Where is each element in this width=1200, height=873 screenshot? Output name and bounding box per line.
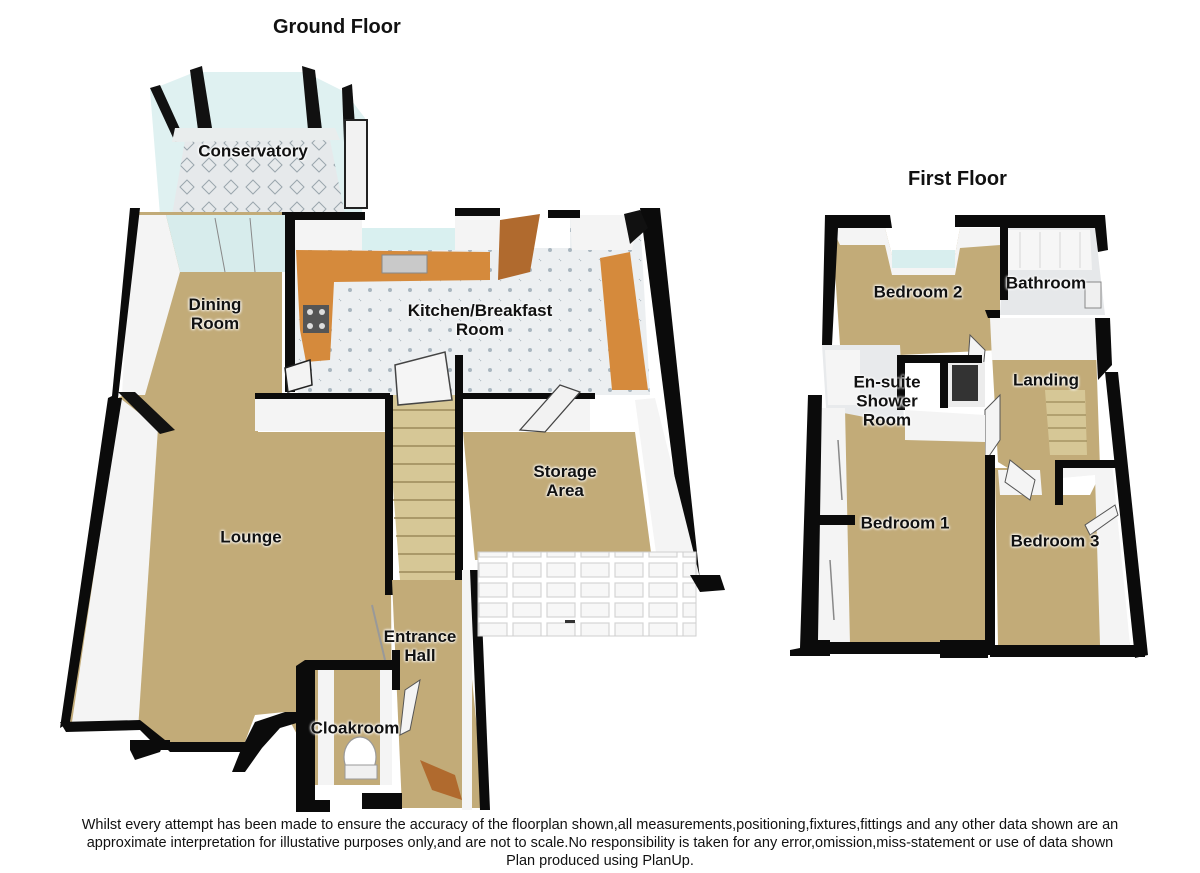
stairs-and-hall [255, 351, 595, 810]
room-label-bedroom-2: Bedroom 2 [873, 282, 963, 302]
kitchen-area [284, 208, 700, 582]
ground-floor-title: Ground Floor [273, 16, 401, 38]
room-label-kitchen: Kitchen/Breakfast Room [407, 301, 553, 339]
disclaimer-line-1: Whilst every attempt has been made to en… [81, 817, 1119, 833]
room-label-bathroom: Bathroom [1005, 273, 1087, 293]
room-label-cloakroom: Cloakroom [310, 718, 400, 738]
disclaimer-line-3: Plan produced using PlanUp. [506, 853, 694, 869]
first-floor-title: First Floor [908, 168, 1007, 190]
bathroom-area [1000, 215, 1108, 315]
bedroom-1-area [790, 395, 995, 658]
lounge-dining-area [60, 208, 392, 772]
room-label-storage-area: Storage Area [533, 462, 597, 500]
room-label-dining-room: Dining Room [188, 295, 242, 333]
room-label-conservatory: Conservatory [198, 141, 308, 161]
landing-area [984, 310, 1112, 488]
disclaimer-text: Whilst every attempt has been made to en… [0, 816, 1200, 870]
conservatory-area [150, 66, 368, 219]
disclaimer-line-2: approximate interpretation for illustati… [86, 835, 1114, 851]
storage-area [463, 384, 725, 637]
bedroom-3-area [990, 372, 1148, 658]
cloakroom-area [296, 650, 421, 812]
ground-floor-plan [60, 66, 725, 812]
room-label-ensuite: En-suite Shower Room [853, 372, 921, 430]
room-label-bedroom-1: Bedroom 1 [860, 513, 950, 533]
room-label-entrance-hall: Entrance Hall [383, 627, 457, 665]
room-label-bedroom-3: Bedroom 3 [1010, 531, 1100, 551]
room-label-lounge: Lounge [220, 527, 282, 547]
room-label-landing: Landing [1012, 370, 1080, 390]
first-floor-plan [790, 215, 1148, 658]
